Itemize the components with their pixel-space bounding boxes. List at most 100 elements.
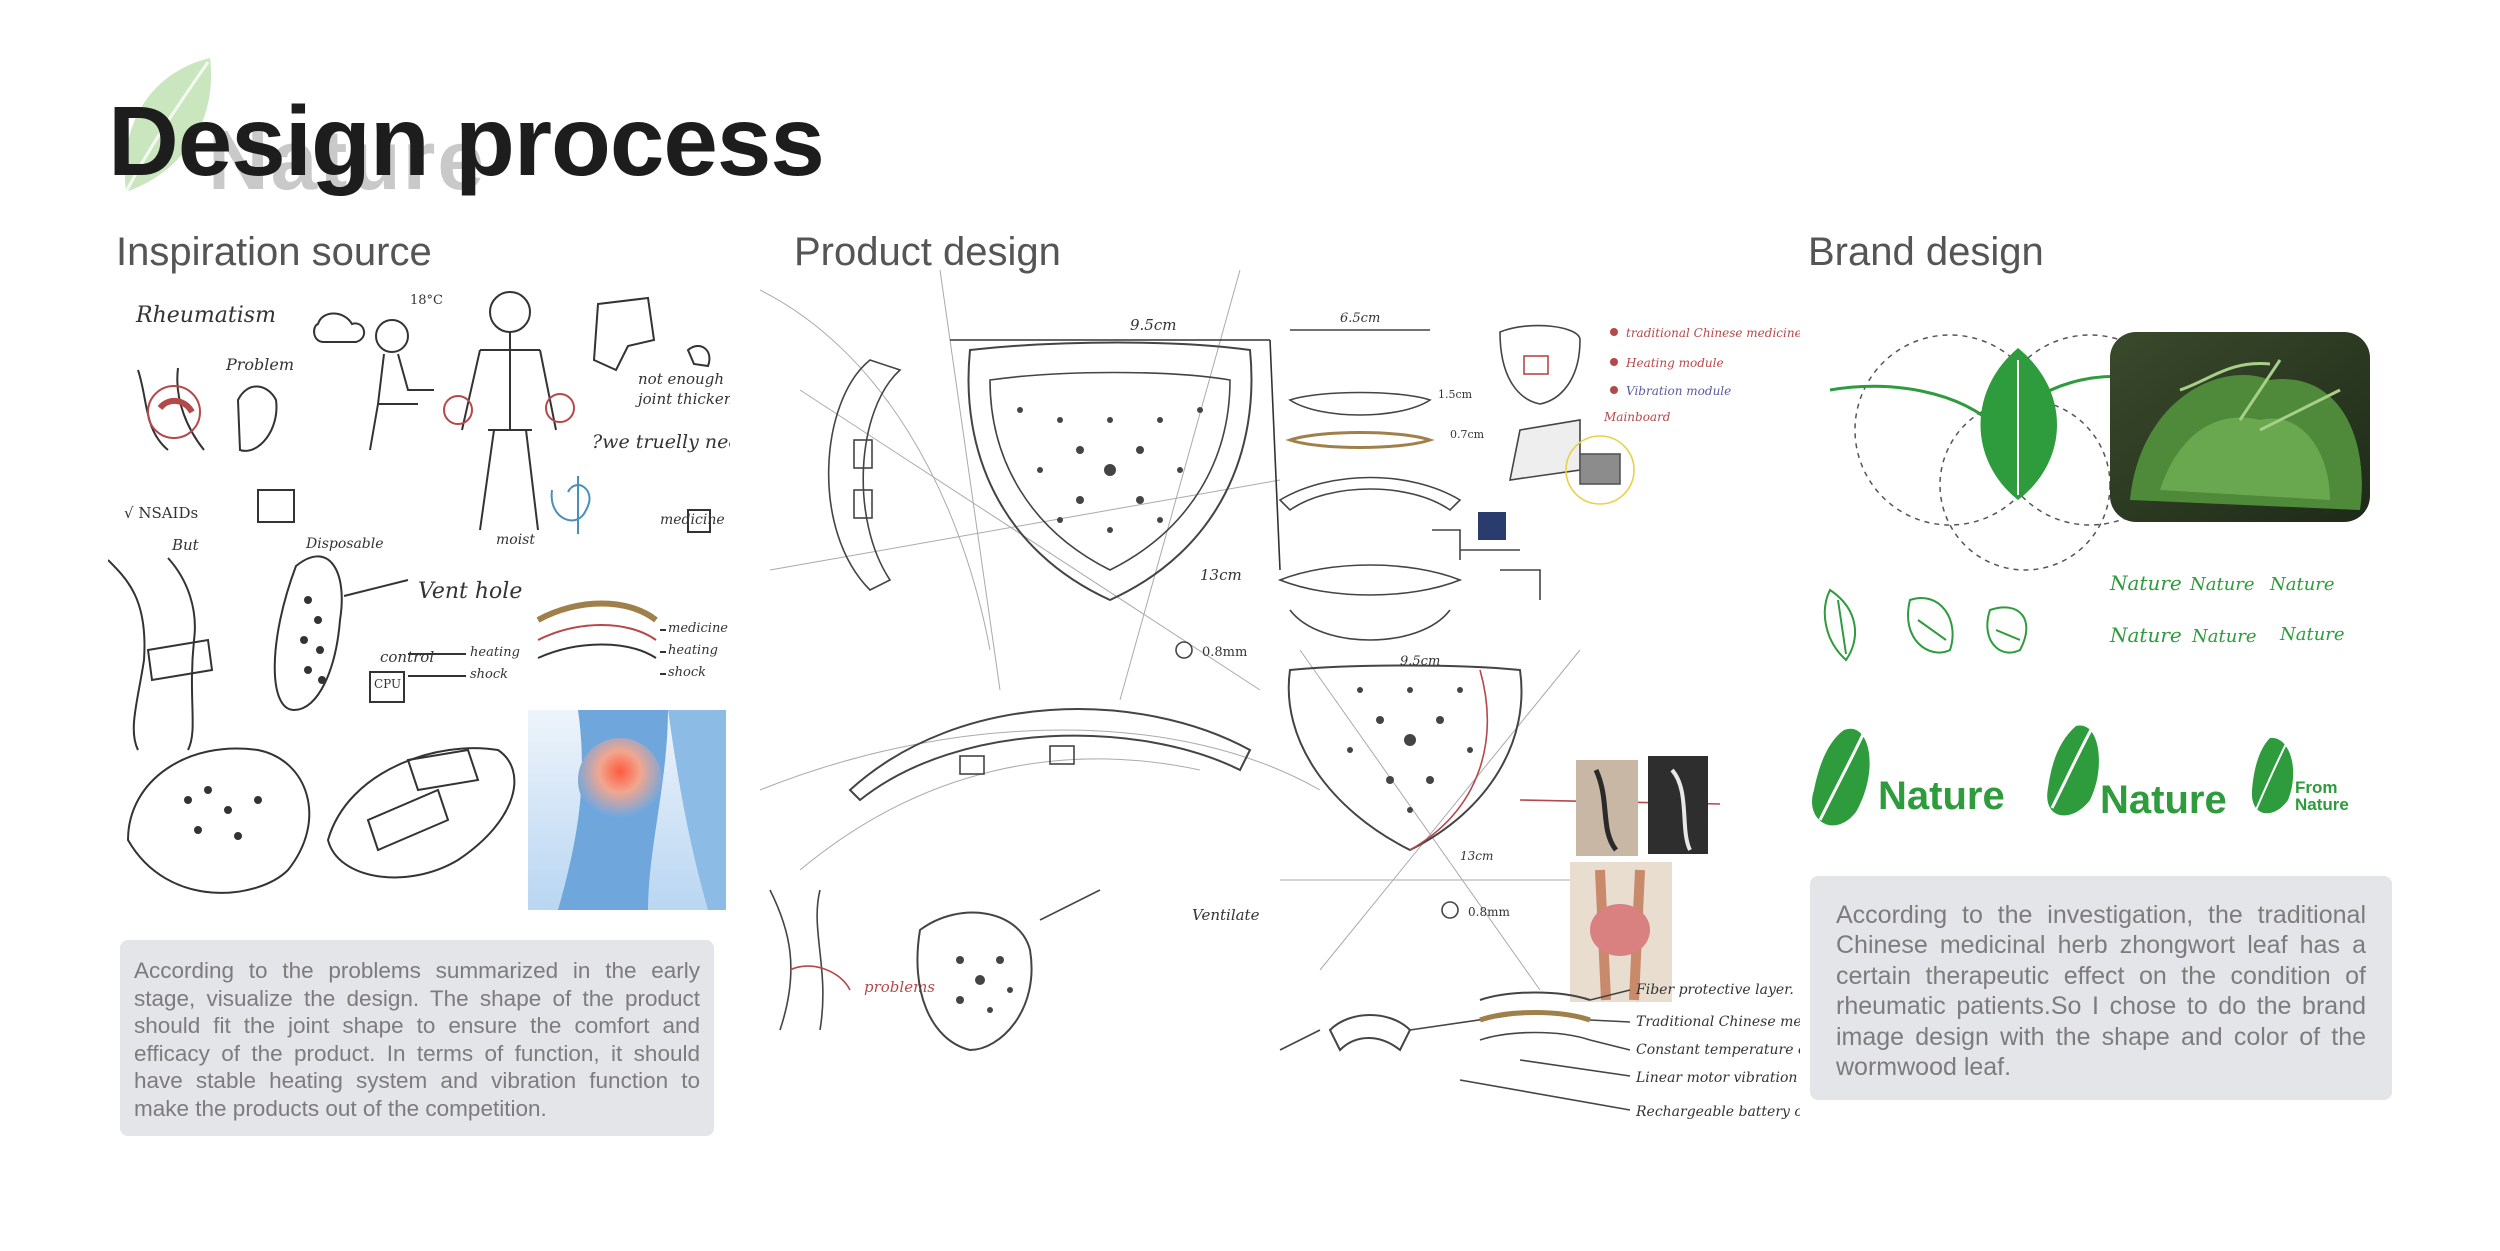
layer-stack-sketch: [1279, 989, 1631, 1111]
layer-label-1: Fiber protective layer.: [1635, 982, 1794, 998]
handwriting-sample-2: Nature: [2189, 574, 2255, 595]
logo-3-line-2: Nature: [2295, 795, 2349, 814]
knee-photo: [528, 710, 726, 910]
product-sketch: 9.5cm 13cm 0.8mm 6.5cm 1.5cm 0.7cm tradi…: [760, 270, 1800, 1150]
box-doodle-2: [687, 509, 711, 533]
legend-dot-tcm: [1610, 328, 1618, 336]
front-view-sketch: [950, 339, 1281, 602]
hole-detail-1: [1175, 641, 1193, 659]
problem-highlight: [789, 965, 851, 991]
logo-3-leaf-vein: [2255, 739, 2289, 811]
dim-hole-1: 0.8mm: [1202, 645, 1247, 660]
vent-device-doodle: [273, 555, 409, 712]
control-lines-doodle: [408, 653, 466, 677]
legend-heating: Heating module: [1625, 356, 1724, 370]
cloud-doodle: [313, 312, 366, 343]
note-problems: problems: [864, 978, 935, 996]
layer-label-2: Traditional Chinese medicine filling lay…: [1636, 1014, 1800, 1030]
brace-strap-doodle: [146, 638, 214, 682]
leg-doodle: [108, 557, 196, 751]
note-but: But: [171, 536, 200, 554]
top-view-button-2: [1049, 745, 1075, 765]
product-heading: Product design: [794, 230, 1061, 274]
inspiration-sketch: Rheumatism Problem 18°C not enough joint…: [108, 280, 730, 920]
note-problem: Problem: [225, 355, 294, 374]
layer-label-4: Linear motor vibration unit.: [1635, 1070, 1800, 1086]
small-doodle: [686, 345, 711, 368]
knee-outline: [769, 889, 824, 1031]
brand-description: According to the investigation, the trad…: [1810, 876, 2392, 1100]
hole-detail-2: [1441, 901, 1459, 919]
inspiration-heading: Inspiration source: [116, 230, 432, 274]
note-medicine-small: medicine: [660, 512, 725, 528]
note-cpu: CPU: [374, 677, 401, 691]
top-view-button-1: [959, 755, 985, 775]
logo-3-line-1: From: [2295, 778, 2338, 797]
title-ghost-word: Nature: [208, 113, 487, 207]
circuit-photo: [1478, 512, 1506, 540]
pad-front-sketch: [916, 889, 1101, 1052]
dim-width-top: 9.5cm: [1130, 316, 1176, 334]
legend-tcm: traditional Chinese medicine: [1626, 326, 1800, 340]
handwriting-sample-4: Nature: [2109, 623, 2182, 647]
cpu-chip-doodle: [369, 671, 405, 703]
knee-brace-doodle: [592, 296, 656, 372]
legend-dot-heating: [1610, 358, 1618, 366]
legend-motherboard: Mainboard: [1603, 410, 1671, 424]
box-doodle: [257, 489, 295, 523]
note-disposable: Disposable: [305, 536, 384, 552]
layers-doodle: [536, 600, 666, 675]
pad-sketch-2: [326, 747, 516, 879]
legend-vibration: Vibration module: [1626, 384, 1731, 398]
hand-doodle: [236, 385, 278, 452]
skeleton-doodle: [443, 291, 575, 531]
layer-label-3: Constant temperature controllable heatin…: [1636, 1042, 1800, 1058]
top-view-sketch: [848, 708, 1252, 802]
note-not-enough: not enough: [638, 370, 724, 388]
note-layer-medicine: medicine: [668, 621, 728, 636]
logo-1-leaf-vein: [1818, 727, 1868, 821]
knee-doodle: [137, 367, 205, 451]
logo-3-wordmark: From Nature: [2295, 779, 2349, 813]
leaf-sketches: [1823, 588, 2028, 662]
dim-height-right: 13cm: [1200, 566, 1242, 584]
dim-layer-small: 0.7cm: [1450, 428, 1485, 441]
note-layer-shock: shock: [668, 665, 706, 680]
handwriting-sample-5: Nature: [2191, 626, 2257, 647]
inspiration-description: According to the problems summarized in …: [120, 940, 714, 1136]
title-leaf-icon: [124, 58, 212, 193]
circuit-lines: [1432, 529, 1541, 600]
note-we-truly-need: ?we truelly need?: [592, 431, 730, 453]
joint-doodle: [550, 476, 591, 534]
handwriting-samples: Nature Nature Nature Nature Nature Natur…: [2109, 571, 2345, 647]
note-control: control: [380, 648, 434, 666]
note-shock: shock: [470, 667, 508, 682]
note-layer-heating: heating: [668, 643, 718, 658]
side-view-sketch: [827, 359, 902, 591]
note-ventilate: Ventilate: [1192, 906, 1260, 924]
legend-dot-vibration: [1610, 386, 1618, 394]
logo-2-leaf-vein: [2050, 727, 2094, 809]
note-temperature: 18°C: [410, 293, 443, 308]
dim-width-lower: 9.5cm: [1400, 654, 1440, 669]
page-title: Design process: [108, 86, 825, 196]
logo-2-wordmark: Nature: [2100, 778, 2227, 822]
exploded-view-sketch: [1277, 329, 1463, 641]
brand-heading: Brand design: [1808, 230, 2044, 274]
dim-layer-thickness: 1.5cm: [1438, 388, 1473, 401]
handwriting-sample-6: Nature: [2279, 624, 2345, 645]
note-moist: moist: [496, 532, 535, 548]
logo-3-leaf-icon: [2251, 737, 2294, 814]
layer-label-5: Rechargeable battery compartment.: [1635, 1104, 1800, 1120]
note-vent-hole: Vent hole: [418, 579, 522, 604]
construction-lines: [760, 270, 1620, 991]
note-joint-thickening: joint thickening: [635, 390, 730, 408]
handwriting-sample-3: Nature: [2269, 574, 2335, 595]
module-diagram: [1499, 324, 1635, 505]
reference-photos: [1570, 756, 1708, 1002]
dim-height-lower: 13cm: [1460, 849, 1493, 863]
note-heating: heating: [470, 645, 520, 660]
note-rheumatism: Rheumatism: [135, 303, 276, 328]
handwriting-sample-1: Nature: [2109, 571, 2182, 595]
brand-design-area: Nature Nature Nature Nature Nature Natur…: [1800, 320, 2400, 840]
